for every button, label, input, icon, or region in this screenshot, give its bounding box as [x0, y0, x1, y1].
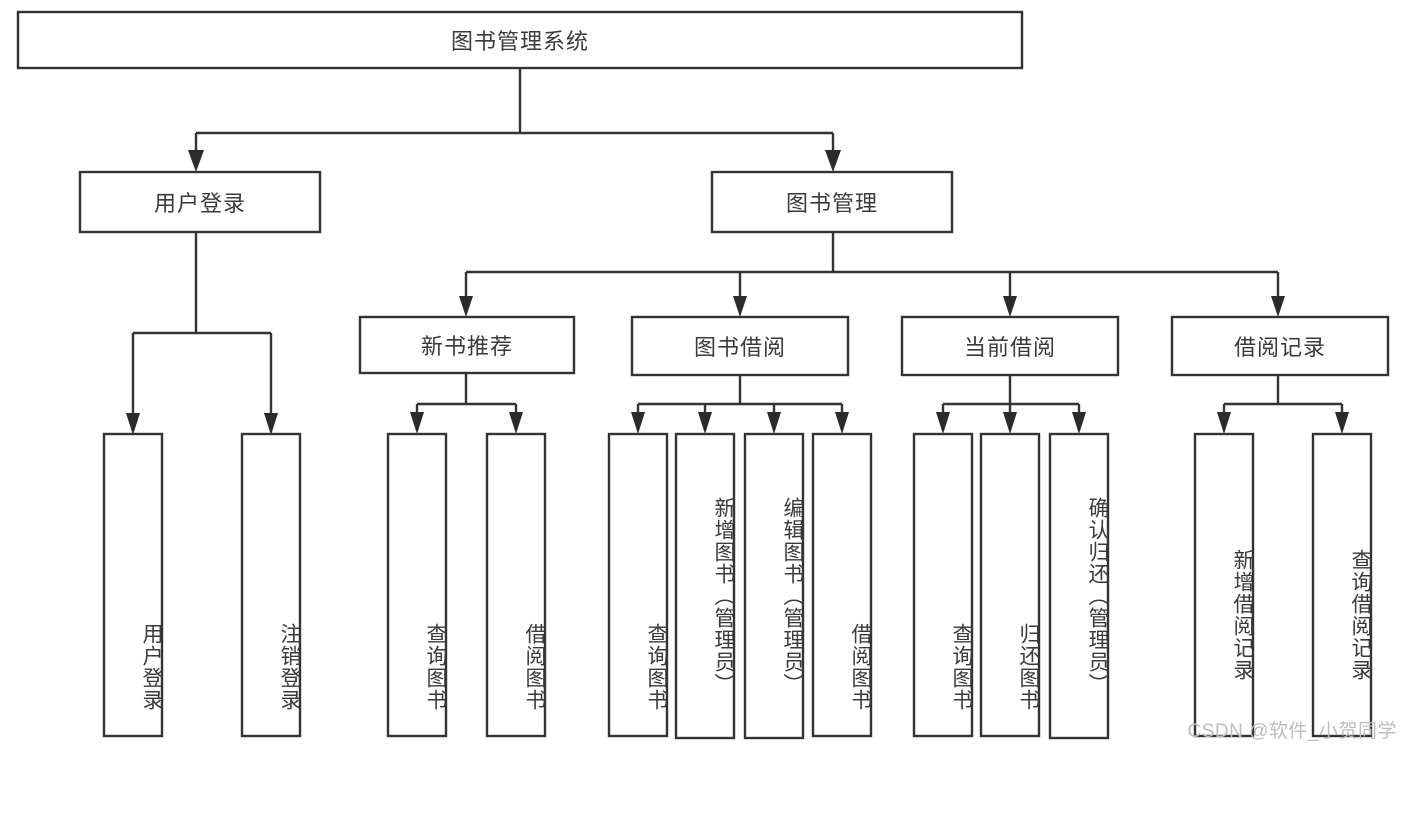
- arrow-head-leaf-query-book-2: [631, 412, 645, 434]
- connector-user-login-to-leaves: [126, 232, 278, 435]
- arrow-head-leaf-borrow-book-1: [509, 412, 523, 434]
- arrow-head-leaf-query-book-3: [936, 412, 950, 434]
- node-box-leaf-query-book-1[interactable]: [386, 432, 448, 738]
- arrow-head-book-management: [825, 150, 841, 172]
- node-box-current-borrow[interactable]: [900, 315, 1120, 377]
- node-box-leaf-add-book[interactable]: [674, 432, 736, 740]
- connector-current-borrow-to-leaves: [936, 375, 1086, 434]
- diagram-root: 图书管理系统 用户登录 图书管理 新书推荐 图书借阅 当前借阅 借阅记录 用户登…: [16, 10, 1397, 742]
- connector-borrow-record-to-leaves: [1217, 375, 1349, 434]
- node-box-leaf-query-book-2[interactable]: [607, 432, 669, 738]
- node-box-user-login[interactable]: [78, 170, 322, 234]
- node-box-leaf-edit-book[interactable]: [743, 432, 805, 740]
- node-box-leaf-confirm-return[interactable]: [1048, 432, 1110, 740]
- arrow-head-leaf-borrow-book-2: [835, 412, 849, 434]
- node-box-leaf-return-book[interactable]: [979, 432, 1041, 738]
- connector-root-to-level1: [188, 68, 841, 172]
- arrow-head-new-book-recommend: [459, 296, 473, 317]
- node-box-leaf-user-login[interactable]: [102, 432, 164, 738]
- csdn-watermark: CSDN @软件_小贺同学: [1187, 721, 1397, 742]
- node-box-leaf-borrow-book-1[interactable]: [485, 432, 547, 738]
- arrow-head-borrow-record: [1271, 296, 1285, 317]
- node-box-book-borrow[interactable]: [630, 315, 850, 377]
- arrow-head-current-borrow: [1003, 296, 1017, 317]
- node-box-book-management[interactable]: [710, 170, 954, 234]
- node-box-leaf-query-borrow-record[interactable]: [1311, 432, 1373, 738]
- node-box-leaf-borrow-book-2[interactable]: [811, 432, 873, 738]
- connector-new-book-recommend-to-leaves: [410, 373, 523, 434]
- arrow-head-leaf-confirm-return: [1072, 412, 1086, 434]
- node-box-new-book-recommend[interactable]: [358, 315, 576, 375]
- node-box-leaf-query-book-3[interactable]: [912, 432, 974, 738]
- node-box-leaf-logout-login[interactable]: [240, 432, 302, 738]
- connector-book-management-to-level2: [459, 232, 1285, 317]
- arrow-head-leaf-edit-book: [767, 412, 781, 434]
- node-box-root[interactable]: [16, 10, 1024, 70]
- arrow-head-leaf-add-book: [698, 412, 712, 434]
- connector-book-borrow-to-leaves: [631, 375, 849, 434]
- arrow-head-leaf-user-login: [126, 413, 140, 435]
- arrow-head-leaf-logout-login: [264, 413, 278, 435]
- arrow-head-leaf-query-borrow-record: [1335, 412, 1349, 434]
- arrow-head-book-borrow: [733, 296, 747, 317]
- node-box-borrow-record[interactable]: [1170, 315, 1390, 377]
- arrow-head-leaf-add-borrow-record: [1217, 412, 1231, 434]
- arrow-head-leaf-query-book-1: [410, 412, 424, 434]
- node-box-leaf-add-borrow-record[interactable]: [1193, 432, 1255, 738]
- arrow-head-leaf-return-book: [1003, 412, 1017, 434]
- arrow-head-user-login: [188, 150, 204, 172]
- hierarchy-diagram-canvas: [16, 10, 1390, 740]
